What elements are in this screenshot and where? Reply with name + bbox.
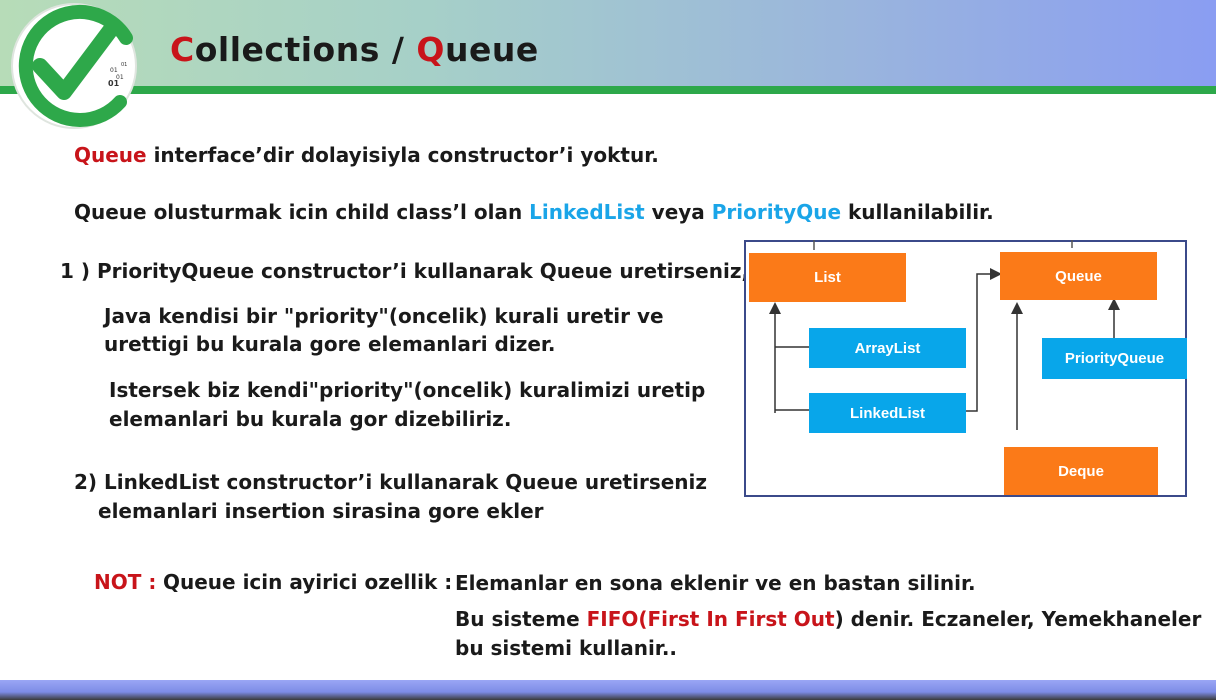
not-value-2: Bu sisteme FIFO(First In First Out) deni… [455, 607, 1201, 631]
point-2a: 2) LinkedList constructor’i kullanarak Q… [74, 470, 708, 494]
title-part-2: ueue [444, 30, 539, 69]
linkedlist-box: LinkedList [809, 393, 966, 433]
priorityque-keyword: PriorityQue [711, 200, 842, 224]
queue-keyword: Queue [74, 143, 147, 167]
page-title: Collections / Queue [170, 30, 539, 69]
title-letter-c: C [170, 30, 195, 69]
title-part-1: ollections / [194, 30, 417, 69]
title-letter-q: Q [416, 30, 445, 69]
collection-hierarchy-diagram: List Queue ArrayList PriorityQueue Linke… [744, 240, 1187, 497]
not-value-2a: Bu sisteme [455, 607, 587, 631]
line-1-text: interface’dir dolayisiyla constructor’i … [146, 143, 659, 167]
not-keyword: NOT : [94, 570, 157, 594]
not-label: NOT : [94, 570, 156, 594]
svg-text:01: 01 [110, 67, 118, 74]
header-divider [0, 86, 1216, 94]
line-queue-interface: Queue interface’dir dolayisiyla construc… [74, 143, 659, 167]
point-1-sub-2a: Istersek biz kendi"priority"(oncelik) ku… [109, 378, 706, 402]
not-value-2b: ) denir. Eczaneler, Yemekhaneler [834, 607, 1202, 631]
line-2-text-a: Queue olusturmak icin child class’l olan [74, 200, 530, 224]
checkmark-logo-icon: 01 01 01 01 [11, 3, 137, 129]
list-box: List [749, 253, 906, 302]
not-key: Queue icin ayirici ozellik : [163, 570, 453, 594]
point-1: 1 ) PriorityQueue constructor’i kullanar… [60, 259, 750, 283]
fifo-keyword: FIFO(First In First Out [586, 607, 835, 631]
point-1-sub-2b: elemanlari bu kurala gor dizebiliriz. [109, 407, 512, 431]
not-value-3: bu sistemi kullanir.. [455, 636, 678, 660]
not-value-1: Elemanlar en sona eklenir ve en bastan s… [455, 571, 976, 595]
svg-text:01: 01 [108, 79, 120, 88]
svg-text:01: 01 [121, 62, 127, 68]
deque-box: Deque [1004, 447, 1158, 495]
footer-bar [0, 680, 1216, 700]
header-banner [0, 0, 1216, 86]
point-1-sub-1a: Java kendisi bir "priority"(oncelik) kur… [104, 304, 664, 328]
line-child-classes: Queue olusturmak icin child class’l olan… [74, 200, 994, 224]
queue-box: Queue [1000, 252, 1157, 300]
line-2-text-b: veya [644, 200, 712, 224]
priorityqueue-box: PriorityQueue [1042, 338, 1187, 379]
point-2b: elemanlari insertion sirasina gore ekler [98, 499, 544, 523]
diagram-connectors [769, 240, 1120, 430]
arraylist-box: ArrayList [809, 328, 966, 368]
svg-text:01: 01 [116, 74, 124, 81]
point-1-sub-1b: urettigi bu kurala gore elemanlari dizer… [104, 332, 556, 356]
line-2-text-c: kullanilabilir. [841, 200, 994, 224]
linkedlist-keyword: LinkedList [529, 200, 645, 224]
